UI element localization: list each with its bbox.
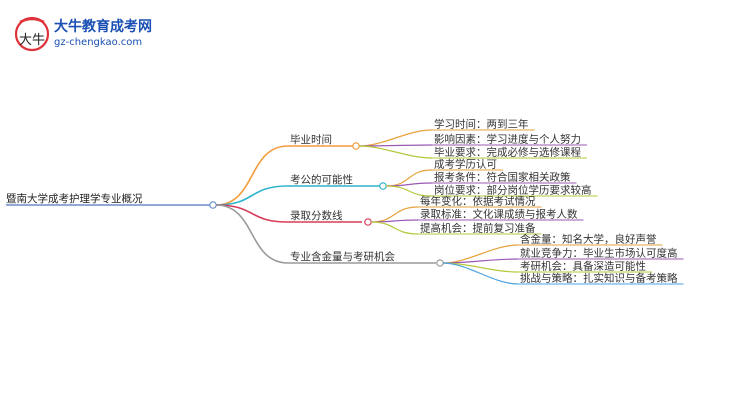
- leaf-connector: [370, 221, 419, 235]
- leaf-label: 学习时间：两到三年: [434, 118, 529, 131]
- branch-label: 专业含金量与考研机会: [290, 250, 395, 263]
- branch-label: 录取分数线: [290, 209, 343, 222]
- leaf-label: 就业竞争力：毕业生市场认可度高: [520, 247, 678, 260]
- leaf-connector: [358, 129, 433, 147]
- leaf-connector: [442, 262, 519, 285]
- branch-junction: [379, 182, 387, 190]
- leaf-label: 含金量：知名大学，良好声誉: [520, 233, 657, 246]
- leaf-label: 成考学历认可: [434, 158, 497, 171]
- leaf-connector: [358, 145, 433, 159]
- leaf-label: 录取标准：文化课成绩与报考人数: [420, 208, 578, 221]
- leaf-connector: [385, 182, 433, 187]
- leaf-connector: [442, 244, 519, 264]
- bull-logo-icon: 大牛: [14, 16, 50, 52]
- root-topic: 暨南大学成考护理学专业概况: [6, 192, 143, 205]
- root-junction: [209, 201, 217, 209]
- leaf-label: 提高机会：提前复习准备: [420, 222, 536, 235]
- leaf-connector: [442, 258, 519, 264]
- site-title: 大牛教育成考网: [54, 19, 152, 35]
- leaf-label: 报考条件：符合国家相关政策: [434, 171, 571, 184]
- leaf-label: 考研机会：具备深造可能性: [520, 260, 646, 273]
- leaf-label: 挑战与策略：扎实知识与备考策略: [520, 272, 678, 285]
- leaf-connector: [385, 185, 433, 197]
- branch-connector: [215, 145, 289, 206]
- branch-junction: [364, 218, 372, 226]
- leaf-label: 岗位要求：部分岗位学历要求较高: [434, 184, 592, 197]
- leaf-label: 影响因素：学习进度与个人努力: [434, 133, 581, 146]
- branch-junction: [436, 259, 444, 267]
- branch-connector: [215, 204, 289, 223]
- logo-mark-text: 大牛: [19, 33, 45, 48]
- branch-connector: [215, 204, 289, 264]
- leaf-label: 毕业要求：完成必修与选修课程: [434, 146, 581, 159]
- branch-label: 考公的可能性: [290, 173, 353, 186]
- leaf-label: 每年变化：依据考试情况: [420, 195, 536, 208]
- branch-connector: [215, 185, 289, 206]
- site-logo[interactable]: 大牛 大牛教育成考网 gz-chengkao.com: [10, 14, 160, 58]
- site-url: gz-chengkao.com: [54, 37, 143, 48]
- branch-label: 毕业时间: [290, 133, 332, 146]
- branch-junction: [352, 142, 360, 150]
